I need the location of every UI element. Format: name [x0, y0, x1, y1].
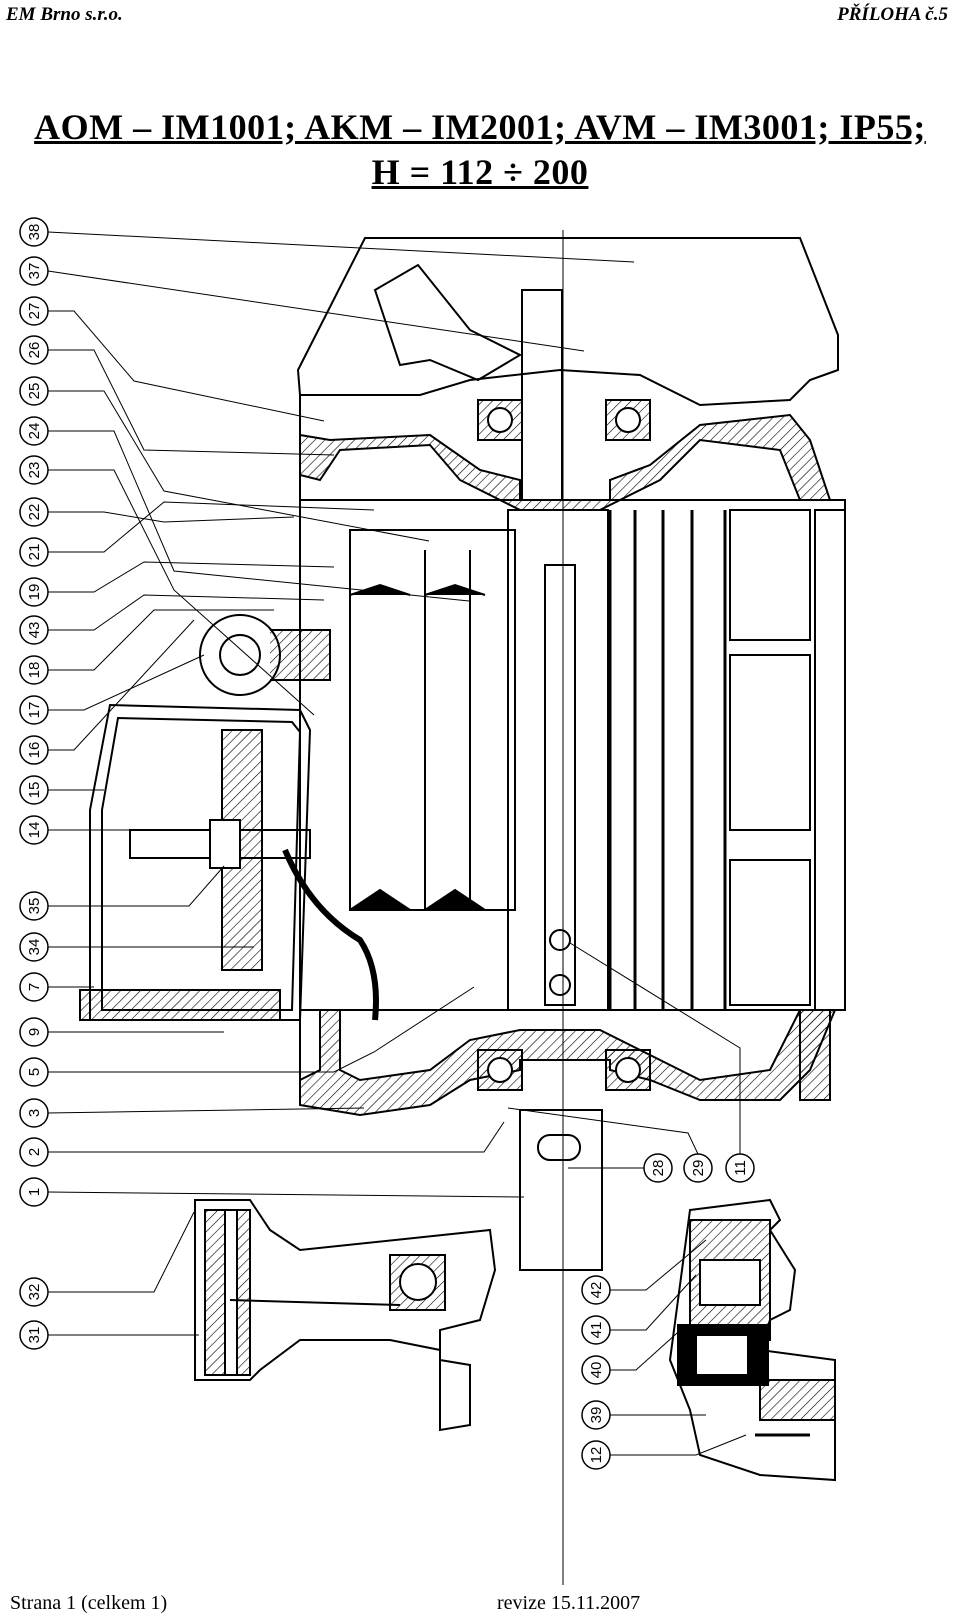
callout-label: 17 [26, 702, 43, 719]
left-callouts: 38 37 27 26 25 24 23 22 21 19 43 18 17 1… [19, 217, 635, 1350]
page-subtitle: H = 112 ÷ 200 [371, 152, 589, 192]
callout-label: 37 [26, 263, 43, 280]
callout-label: 24 [26, 423, 43, 440]
page-title: AOM – IM1001; AKM – IM2001; AVM – IM3001… [34, 107, 926, 147]
detail-callouts: 42 41 40 39 12 [581, 1239, 747, 1470]
callout-label: 12 [588, 1447, 605, 1464]
callout-label: 41 [588, 1322, 605, 1339]
callout-label: 2 [26, 1148, 43, 1156]
callout-label: 9 [26, 1028, 43, 1036]
callout-label: 43 [26, 622, 43, 639]
callout-label: 26 [26, 342, 43, 359]
callout-label: 32 [26, 1284, 43, 1301]
callout-label: 18 [26, 662, 43, 679]
callout-label: 5 [26, 1068, 43, 1076]
callout-label: 28 [650, 1160, 667, 1177]
callout-label: 39 [588, 1407, 605, 1424]
callout-label: 15 [26, 782, 43, 799]
callout-label: 31 [26, 1327, 43, 1344]
callout-label: 11 [732, 1160, 749, 1176]
callout-label: 21 [26, 544, 43, 561]
callout-label: 22 [26, 504, 43, 521]
attachment-label: PŘÍLOHA č.5 [837, 4, 948, 25]
callout-label: 38 [26, 224, 43, 241]
callout-label: 35 [26, 898, 43, 915]
callout-label: 14 [26, 822, 43, 839]
company-name: EM Brno s.r.o. [6, 4, 123, 25]
page-count: Strana 1 (celkem 1) [10, 1592, 168, 1614]
motor-cross-section-drawing: 38 37 27 26 25 24 23 22 21 19 43 18 17 1… [19, 217, 846, 1585]
callout-label: 1 [26, 1188, 43, 1196]
callout-label: 19 [26, 584, 43, 601]
callout-label: 7 [26, 983, 43, 991]
bottom-callouts: 28 29 11 [507, 942, 755, 1183]
callout-label: 25 [26, 383, 43, 400]
callout-label: 34 [26, 939, 43, 956]
callout-label: 16 [26, 742, 43, 759]
callout-label: 27 [26, 303, 43, 320]
callout-label: 42 [588, 1282, 605, 1299]
revision-date: revize 15.11.2007 [497, 1592, 641, 1614]
callout-label: 3 [26, 1109, 43, 1117]
callout-label: 40 [588, 1362, 605, 1379]
callout-label: 23 [26, 462, 43, 479]
callout-label: 29 [690, 1160, 707, 1177]
